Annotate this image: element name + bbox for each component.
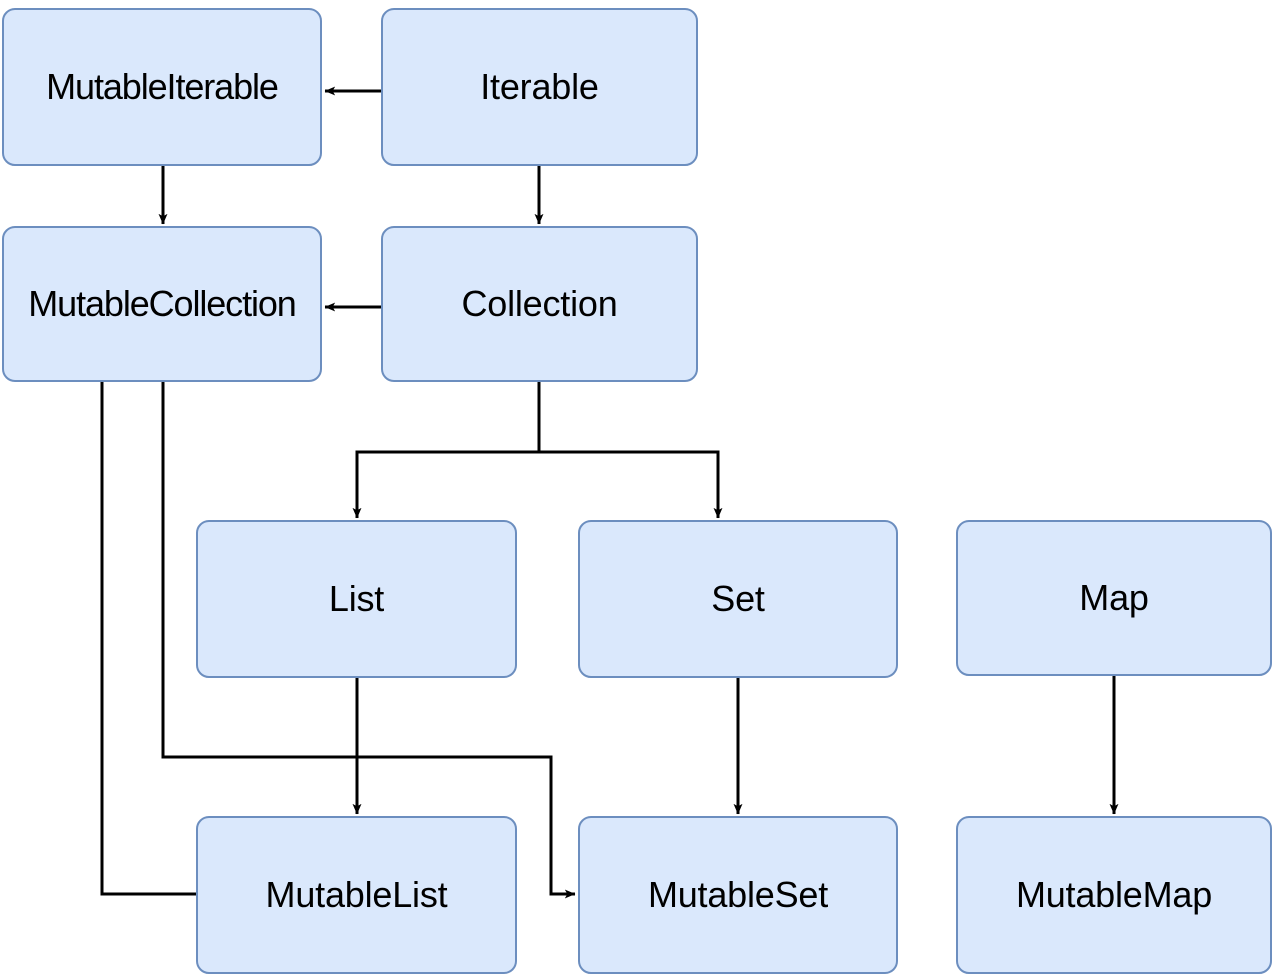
node-mutable-set[interactable]: MutableSet bbox=[578, 816, 898, 974]
node-list[interactable]: List bbox=[196, 520, 517, 678]
node-mutable-collection[interactable]: MutableCollection bbox=[2, 226, 322, 382]
node-label-collection: Collection bbox=[461, 283, 618, 325]
node-label-mutable-set: MutableSet bbox=[647, 874, 829, 916]
node-set[interactable]: Set bbox=[578, 520, 898, 678]
node-label-mutable-collection: MutableCollection bbox=[28, 283, 297, 325]
node-mutable-list[interactable]: MutableList bbox=[196, 816, 517, 974]
node-iterable[interactable]: Iterable bbox=[381, 8, 698, 166]
node-label-mutable-iterable: MutableIterable bbox=[46, 66, 279, 108]
node-label-list: List bbox=[328, 578, 385, 620]
edge-mutable-collection-to-mutable-list bbox=[100, 382, 196, 896]
node-label-map: Map bbox=[1079, 577, 1149, 619]
node-collection[interactable]: Collection bbox=[381, 226, 698, 382]
node-label-iterable: Iterable bbox=[480, 66, 599, 108]
node-label-mutable-map: MutableMap bbox=[1015, 874, 1213, 916]
edge-collection-to-set bbox=[539, 450, 723, 519]
edge-collection-to-list bbox=[352, 382, 541, 519]
node-mutable-iterable[interactable]: MutableIterable bbox=[2, 8, 322, 166]
node-map[interactable]: Map bbox=[956, 520, 1272, 676]
node-label-mutable-list: MutableList bbox=[265, 874, 448, 916]
node-mutable-map[interactable]: MutableMap bbox=[956, 816, 1272, 974]
node-label-set: Set bbox=[711, 578, 765, 620]
